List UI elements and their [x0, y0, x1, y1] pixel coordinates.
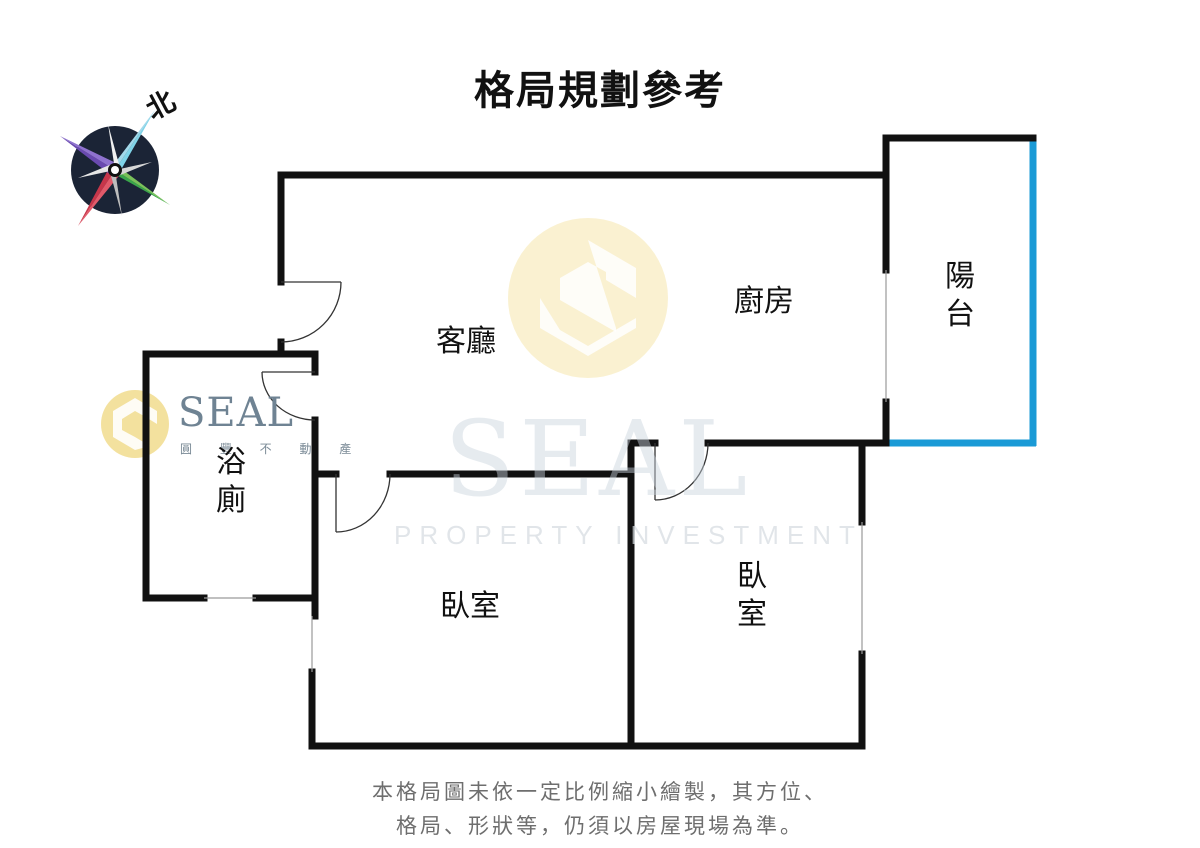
page-title: 格局規劃參考 — [474, 68, 726, 114]
balcony-outline — [889, 136, 1037, 447]
watermark-brand: SEAL — [444, 398, 752, 520]
room-label-bathroom: 浴廁 — [216, 445, 246, 518]
watermark-logo-icon — [508, 218, 668, 378]
disclaimer-line-2: 格局、形狀等，仍須以房屋現場為準。 — [396, 814, 804, 838]
seal-logo-icon — [101, 390, 169, 458]
room-label-kitchen: 廚房 — [734, 284, 794, 319]
logo-brand: SEAL — [178, 390, 295, 436]
room-label-living: 客廳 — [436, 324, 496, 359]
logo-subtitle: 圓 豐 不 動 產 — [180, 442, 364, 456]
windows — [204, 270, 887, 672]
compass-rose-icon — [60, 110, 170, 226]
door-swings — [261, 281, 709, 533]
walls — [142, 134, 1037, 750]
room-label-bedroom-2: 臥室 — [737, 559, 767, 632]
watermark-tagline: PROPERTY INVESTMENT — [394, 520, 863, 550]
disclaimer-line-1: 本格局圖未依一定比例縮小繪製，其方位、 — [372, 780, 828, 804]
room-label-balcony: 陽台 — [945, 259, 975, 332]
room-label-bedroom-1: 臥室 — [440, 589, 500, 624]
